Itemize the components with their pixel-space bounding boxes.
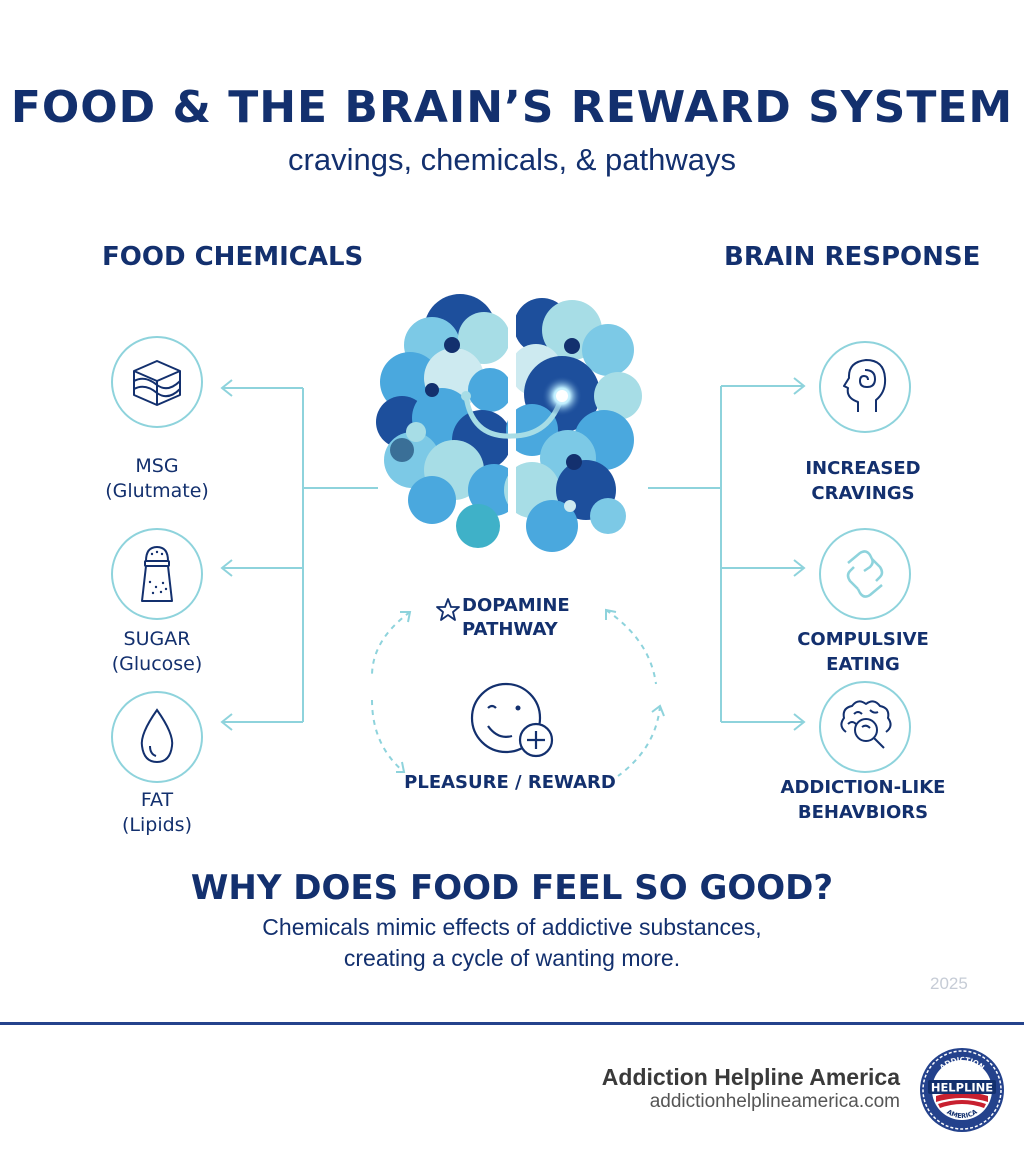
- question-heading: WHY DOES FOOD FEEL SO GOOD?: [190, 868, 834, 908]
- addiction-label-line2: BEHAVBIORS: [797, 802, 929, 823]
- description-line2: creating a cycle of wanting more.: [343, 945, 681, 971]
- star-icon: [436, 598, 460, 621]
- cravings-label-line1: INCREASED: [805, 458, 921, 479]
- page-subtitle: cravings, chemicals, & pathways: [288, 142, 736, 177]
- chain-link-icon: [819, 528, 911, 620]
- dopamine-label-line2: PATHWAY: [462, 619, 558, 640]
- fat-label: FAT: [140, 789, 174, 811]
- badge-main-text: HELPLINE: [931, 1081, 993, 1095]
- cube-icon: [111, 336, 203, 428]
- org-url[interactable]: addictionhelplineamerica.com: [649, 1091, 900, 1112]
- msg-detail: (Glutmate): [105, 480, 209, 502]
- head-spiral-icon: [819, 341, 911, 433]
- helpline-badge-logo: HELPLINE ADDICTION AMERICA: [920, 1048, 1004, 1132]
- footer-divider: [0, 1022, 1024, 1025]
- sugar-label: SUGAR: [123, 628, 191, 650]
- badge-bottom-text: AMERICA: [945, 1108, 978, 1120]
- brain-icon: [376, 290, 642, 560]
- cravings-label-line2: CRAVINGS: [811, 483, 915, 504]
- page-title: FOOD & THE BRAIN’S REWARD SYSTEM: [10, 82, 1014, 133]
- compulsive-label-line1: COMPULSIVE: [797, 629, 929, 650]
- smiley-plus-icon: [470, 682, 554, 758]
- sugar-detail: (Glucose): [111, 653, 203, 675]
- right-column-heading: BRAIN RESPONSE: [724, 242, 981, 272]
- addiction-label-line1: ADDICTION-LIKE: [780, 777, 946, 798]
- fat-detail: (Lipids): [122, 814, 192, 836]
- year-label: 2025: [930, 974, 968, 993]
- brain-magnifier-icon: [819, 681, 911, 773]
- reward-label: PLEASURE / REWARD: [404, 772, 616, 793]
- salt-shaker-icon: [111, 528, 203, 620]
- compulsive-label-line2: EATING: [826, 654, 900, 675]
- msg-label: MSG: [135, 455, 179, 477]
- description-line1: Chemicals mimic effects of addictive sub…: [262, 914, 762, 940]
- droplet-icon: [111, 691, 203, 783]
- dopamine-label-line1: DOPAMINE: [462, 595, 570, 616]
- left-column-heading: FOOD CHEMICALS: [102, 242, 364, 272]
- org-name: Addiction Helpline America: [601, 1064, 900, 1090]
